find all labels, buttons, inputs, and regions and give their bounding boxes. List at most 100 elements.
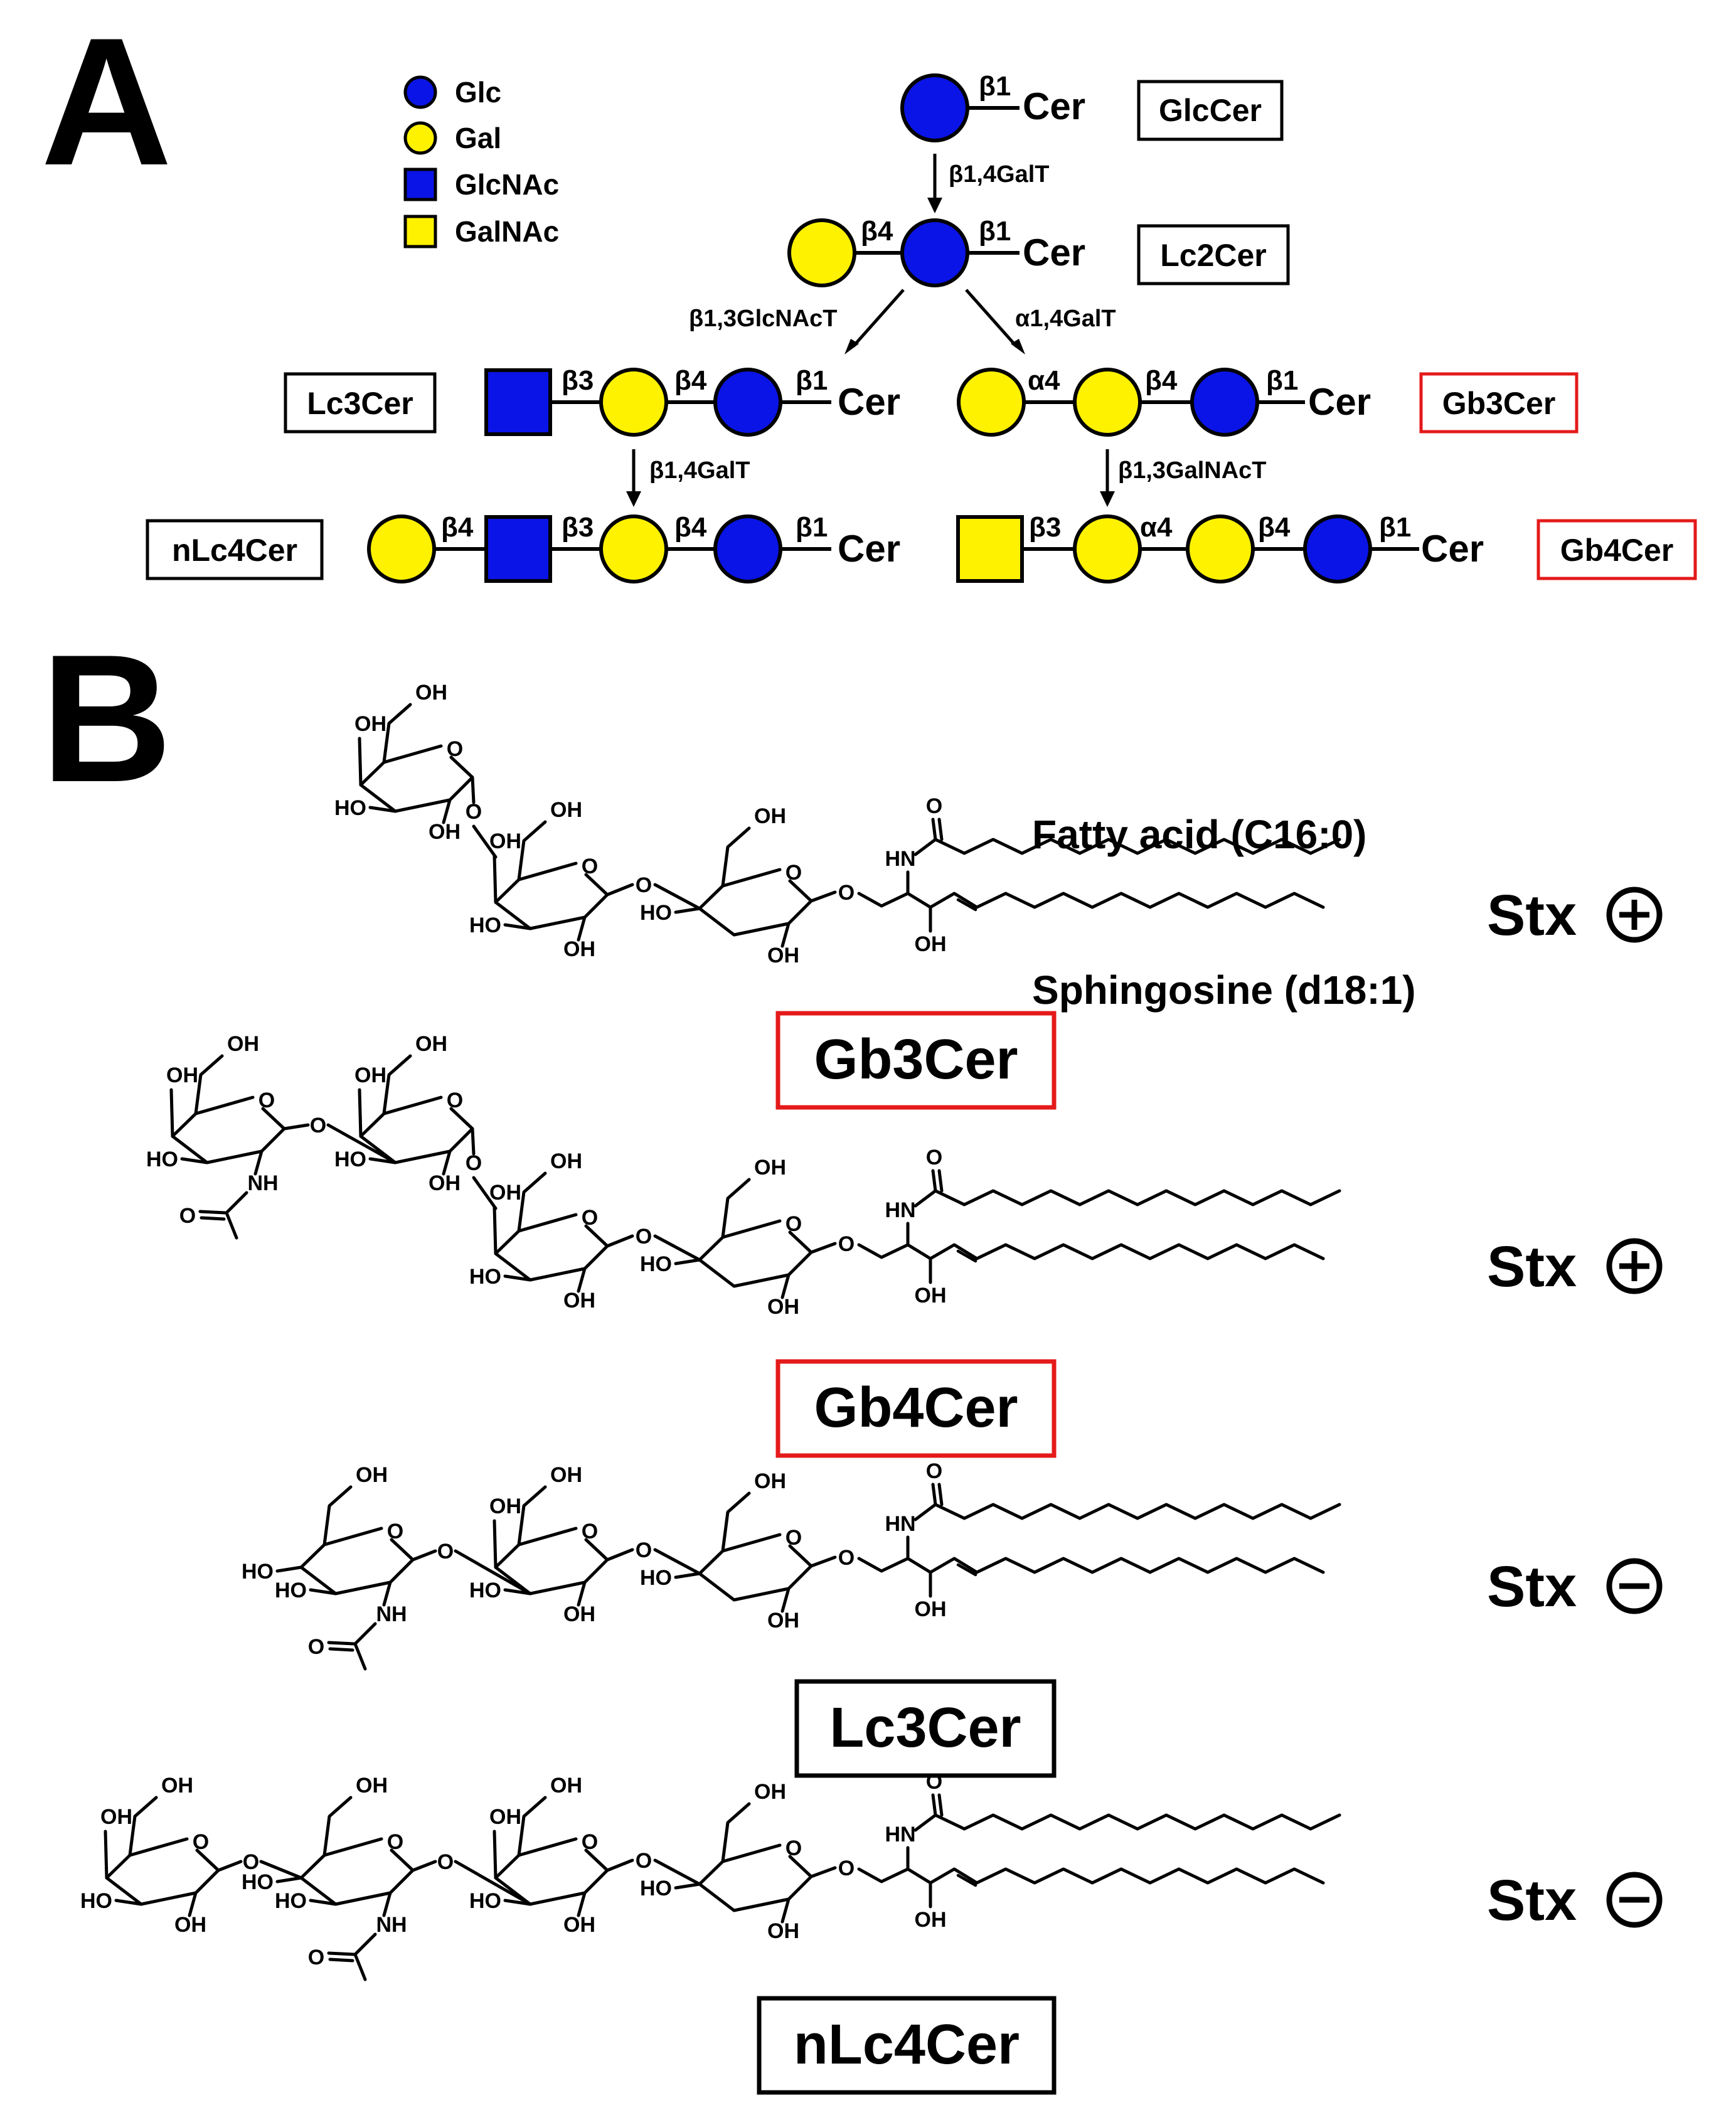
- glycosidic-oxygen: O: [466, 1151, 482, 1175]
- hydroxyl-label: HO: [640, 1877, 672, 1900]
- gb3cer-name-box: [1419, 372, 1579, 434]
- hydroxyl-label: HO: [334, 796, 366, 820]
- ceramide-label: Cer: [838, 381, 900, 423]
- gal-residue: [367, 514, 436, 583]
- ring-oxygen: O: [447, 737, 463, 761]
- hydroxyl-label: OH: [563, 937, 595, 961]
- ring-oxygen: O: [258, 1089, 275, 1112]
- legend: Glc Gal GlcNAc GalNAc: [403, 75, 559, 248]
- legend-label-galnac: GalNAc: [455, 215, 559, 248]
- linkage-label: β1: [796, 365, 828, 396]
- hydroxyl-label: HO: [640, 1566, 672, 1590]
- amide-nh: NH: [376, 1913, 407, 1937]
- gal-residue: [1073, 514, 1142, 583]
- hydroxyl-label: OH: [915, 1597, 947, 1621]
- hydroxyl-label: OH: [489, 1181, 521, 1205]
- linkage-label: β3: [562, 365, 594, 396]
- hydroxyl-label: OH: [356, 1463, 388, 1487]
- linkage-label: β4: [861, 216, 893, 247]
- ceramide-label: Cer: [1308, 381, 1371, 423]
- gb3cer-glycan: α4 β4 β1 Cer: [957, 365, 1371, 437]
- legend-label-glcnac: GlcNAc: [455, 168, 559, 201]
- panel-label-a: A: [41, 0, 172, 203]
- hydroxyl-label: OH: [550, 1774, 582, 1798]
- ceramide-label: Cer: [838, 528, 900, 570]
- hydroxyl-label: OH: [915, 932, 947, 956]
- amide-nh: NH: [376, 1602, 407, 1626]
- ring-oxygen: O: [387, 1520, 403, 1543]
- hydroxyl-label: OH: [767, 1919, 799, 1943]
- glcnac-legend-symbol: [403, 168, 437, 201]
- amide-nh: HN: [885, 1512, 915, 1536]
- hydroxyl-label: HO: [146, 1148, 178, 1171]
- ring-oxygen: O: [785, 1526, 802, 1550]
- hydroxyl-label: HO: [275, 1579, 307, 1602]
- hydroxyl-label: OH: [563, 1602, 595, 1626]
- hydroxyl-label: HO: [275, 1889, 307, 1913]
- hydroxyl-label: HO: [469, 914, 501, 937]
- legend-label-gal: Gal: [455, 122, 501, 154]
- glc-residue: [713, 368, 782, 437]
- hydroxyl-label: HO: [242, 1870, 274, 1894]
- stx-label: Stx: [1487, 1868, 1577, 1932]
- hydroxyl-label: OH: [100, 1805, 132, 1829]
- linkage-label: β4: [674, 365, 707, 396]
- hydroxyl-label: HO: [469, 1889, 501, 1913]
- hydroxyl-label: OH: [550, 798, 582, 822]
- carbonyl-oxygen: O: [308, 1635, 324, 1659]
- hydroxyl-label: OH: [415, 681, 447, 705]
- hydroxyl-label: OH: [489, 1805, 521, 1829]
- glccer-name-box: [1137, 80, 1284, 141]
- lc3cer-name-box: [284, 372, 437, 434]
- glycosidic-oxygen: O: [243, 1850, 259, 1874]
- linkage-label: β4: [441, 512, 474, 543]
- gal-residue: [957, 368, 1026, 437]
- ring-oxygen: O: [582, 1830, 598, 1854]
- sphingosine-label: Sphingosine (d18:1): [1032, 967, 1416, 1013]
- gal-residue: [1073, 368, 1142, 437]
- structure-name-box: [794, 1679, 1057, 1778]
- glycosidic-oxygen: O: [437, 1540, 454, 1564]
- glycosidic-oxygen: O: [838, 881, 855, 905]
- glycosidic-oxygen: O: [838, 1857, 855, 1880]
- glc-residue: [900, 73, 969, 142]
- gal-residue: [787, 218, 856, 287]
- hydroxyl-label: OH: [563, 1913, 595, 1937]
- glycosidic-oxygen: O: [636, 1538, 652, 1562]
- gal-residue: [599, 514, 668, 583]
- carbonyl-oxygen: O: [179, 1204, 196, 1228]
- carbonyl-oxygen: O: [308, 1946, 324, 1969]
- ring-oxygen: O: [582, 855, 598, 878]
- hydroxyl-label: OH: [550, 1149, 582, 1173]
- hydroxyl-label: OH: [767, 944, 799, 967]
- amide-nh: NH: [247, 1171, 278, 1195]
- structure-name: nLc4Cer: [794, 2013, 1020, 2076]
- hydroxyl-label: OH: [489, 1494, 521, 1518]
- glycosidic-oxygen: O: [636, 1225, 652, 1249]
- amide-nh: HN: [885, 847, 915, 871]
- structure-name: Lc3Cer: [829, 1697, 1021, 1759]
- panel-label-b: B: [41, 617, 172, 820]
- ring-oxygen: O: [582, 1206, 598, 1230]
- gal-legend-symbol: [403, 121, 437, 155]
- glycosidic-oxygen: O: [636, 1849, 652, 1873]
- enzyme-label: β1,3GlcNAcT: [689, 306, 838, 332]
- ring-oxygen: O: [785, 1212, 802, 1236]
- amide-nh: HN: [885, 1198, 915, 1222]
- glycosidic-oxygen: O: [636, 873, 652, 897]
- carbonyl-oxygen: O: [926, 794, 942, 818]
- stx-label: Stx: [1487, 1235, 1577, 1299]
- plus-circle-icon: [1606, 887, 1663, 943]
- hydroxyl-label: OH: [915, 1284, 947, 1308]
- structure-name-box: [775, 1359, 1057, 1458]
- lc2cer-name: Lc2Cer: [1160, 238, 1267, 273]
- hydroxyl-label: OH: [166, 1063, 198, 1087]
- ring-oxygen: O: [447, 1089, 463, 1112]
- galnac-residue: [956, 515, 1024, 583]
- hydroxyl-label: OH: [754, 1469, 786, 1493]
- linkage-label: β4: [1145, 365, 1178, 396]
